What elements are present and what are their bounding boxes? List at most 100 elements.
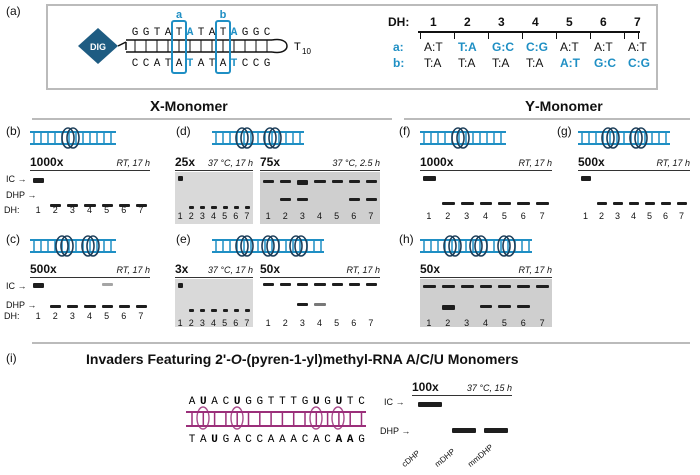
invader-bottom-base: A	[290, 434, 297, 446]
lane-number: 4	[211, 318, 217, 328]
duplex-top-base: T	[176, 27, 183, 39]
lane-dh-label: DH:	[4, 205, 20, 215]
pyrene-loop	[309, 406, 323, 430]
dhp-band	[517, 202, 531, 205]
duplex-bottom-base: A	[154, 58, 161, 70]
dh-header-label: DH:	[388, 15, 410, 29]
dh-column-header: 4	[532, 15, 539, 29]
ic-band	[581, 176, 591, 181]
lane-number: 1	[265, 211, 271, 221]
gel-image	[260, 279, 380, 327]
dh-column-tick	[454, 31, 455, 39]
panel-label-d: (d)	[176, 124, 191, 138]
gel-image	[175, 279, 253, 327]
panel-label-c: (c)	[6, 232, 20, 246]
invader-bottom-base: A	[234, 434, 241, 446]
duplex-top-base: A	[187, 27, 194, 39]
lane-number: 7	[368, 318, 374, 328]
dhp-band	[460, 202, 474, 205]
invader-top-base: T	[347, 396, 354, 408]
dhp-band	[101, 305, 113, 308]
lane-number: 2	[282, 211, 288, 221]
dhp-band	[233, 309, 239, 312]
ic-marker: IC →	[6, 281, 27, 291]
lane-number: 7	[539, 318, 545, 328]
lane-number: 5	[334, 211, 340, 221]
dhp-band	[348, 198, 360, 201]
ic-band	[263, 180, 275, 183]
dh-row-a-label: a:	[393, 40, 404, 54]
invader-bottom-base: G	[223, 434, 230, 446]
gel-condition-label: 37 °C, 17 h	[207, 158, 253, 168]
dhp-band	[67, 305, 79, 308]
dh-column-tick	[624, 31, 625, 39]
dh-column-tick	[420, 31, 421, 39]
dhp-band	[189, 206, 195, 209]
panel-i-rule	[32, 342, 690, 344]
dig-label-diamond	[78, 28, 118, 64]
gel-image	[420, 279, 552, 327]
dh-column-tick	[556, 31, 557, 39]
dig-text: DIG	[90, 42, 106, 52]
lane-number: 7	[244, 211, 250, 221]
dhp-band	[233, 206, 239, 209]
lane-number: 6	[121, 205, 127, 215]
panel-label-g: (g)	[557, 124, 572, 138]
dh-column-tick	[590, 31, 591, 39]
ic-band	[479, 285, 493, 288]
svg-text:10: 10	[302, 47, 311, 56]
dhp-band	[613, 202, 623, 205]
lane-number: 3	[615, 211, 621, 221]
duplex-bottom-base: A	[176, 58, 183, 70]
invader-bottom-base: A	[313, 434, 320, 446]
ic-band	[178, 176, 184, 181]
dhp-band	[297, 303, 309, 306]
dh-row-b-cell: C:G	[628, 56, 650, 70]
duplex-bottom-base: A	[220, 58, 227, 70]
lane-number: 1	[426, 318, 432, 328]
gel-header-rule	[420, 170, 552, 171]
ic-band	[314, 180, 326, 183]
duplex-schematic-icon	[212, 127, 304, 149]
dhp-band	[211, 206, 217, 209]
lane-number: 4	[317, 318, 323, 328]
pyrene-loop	[230, 406, 244, 430]
duplex-bottom-base: C	[143, 58, 150, 70]
ic-band	[348, 283, 360, 286]
gel-image	[412, 398, 512, 442]
lane-number: 4	[87, 311, 93, 321]
lane-number: 3	[299, 211, 305, 221]
dhp-band	[67, 204, 79, 207]
dh-row-a-cell: C:G	[526, 40, 548, 54]
gel-lane-label: cDHP	[400, 448, 422, 469]
invader-top-base: U	[200, 396, 207, 408]
lane-number: 3	[199, 211, 205, 221]
ic-band	[423, 176, 436, 181]
lane-number: 5	[501, 318, 507, 328]
lane-number: 1	[583, 211, 589, 221]
gel-header-rule	[175, 170, 253, 171]
dhp-band	[452, 428, 476, 433]
dh-row-a-cell: A:T	[628, 40, 647, 54]
dh-row-b-cell: T:A	[424, 56, 442, 70]
lane-number: 5	[647, 211, 653, 221]
lane-number: 4	[483, 318, 489, 328]
gel-header-rule	[578, 170, 690, 171]
dh-column-header: 2	[464, 15, 471, 29]
dh-row-a-cell: A:T	[594, 40, 613, 54]
duplex-schematic-icon	[212, 235, 324, 257]
lane-number: 4	[211, 211, 217, 221]
dhp-band	[222, 309, 228, 312]
gel-excess-label: 75x	[260, 155, 281, 169]
gel-header-rule	[30, 170, 150, 171]
y-section-rule	[404, 118, 690, 120]
gel-excess-label: 1000x	[30, 155, 64, 169]
invader-bottom-base: A	[200, 434, 207, 446]
lane-number: 1	[177, 318, 183, 328]
gel-image	[30, 279, 150, 323]
ic-band	[33, 178, 45, 183]
dhp-band	[135, 204, 147, 207]
invader-top-base: G	[256, 396, 263, 408]
dh-row-b-cell: A:T	[560, 56, 580, 70]
